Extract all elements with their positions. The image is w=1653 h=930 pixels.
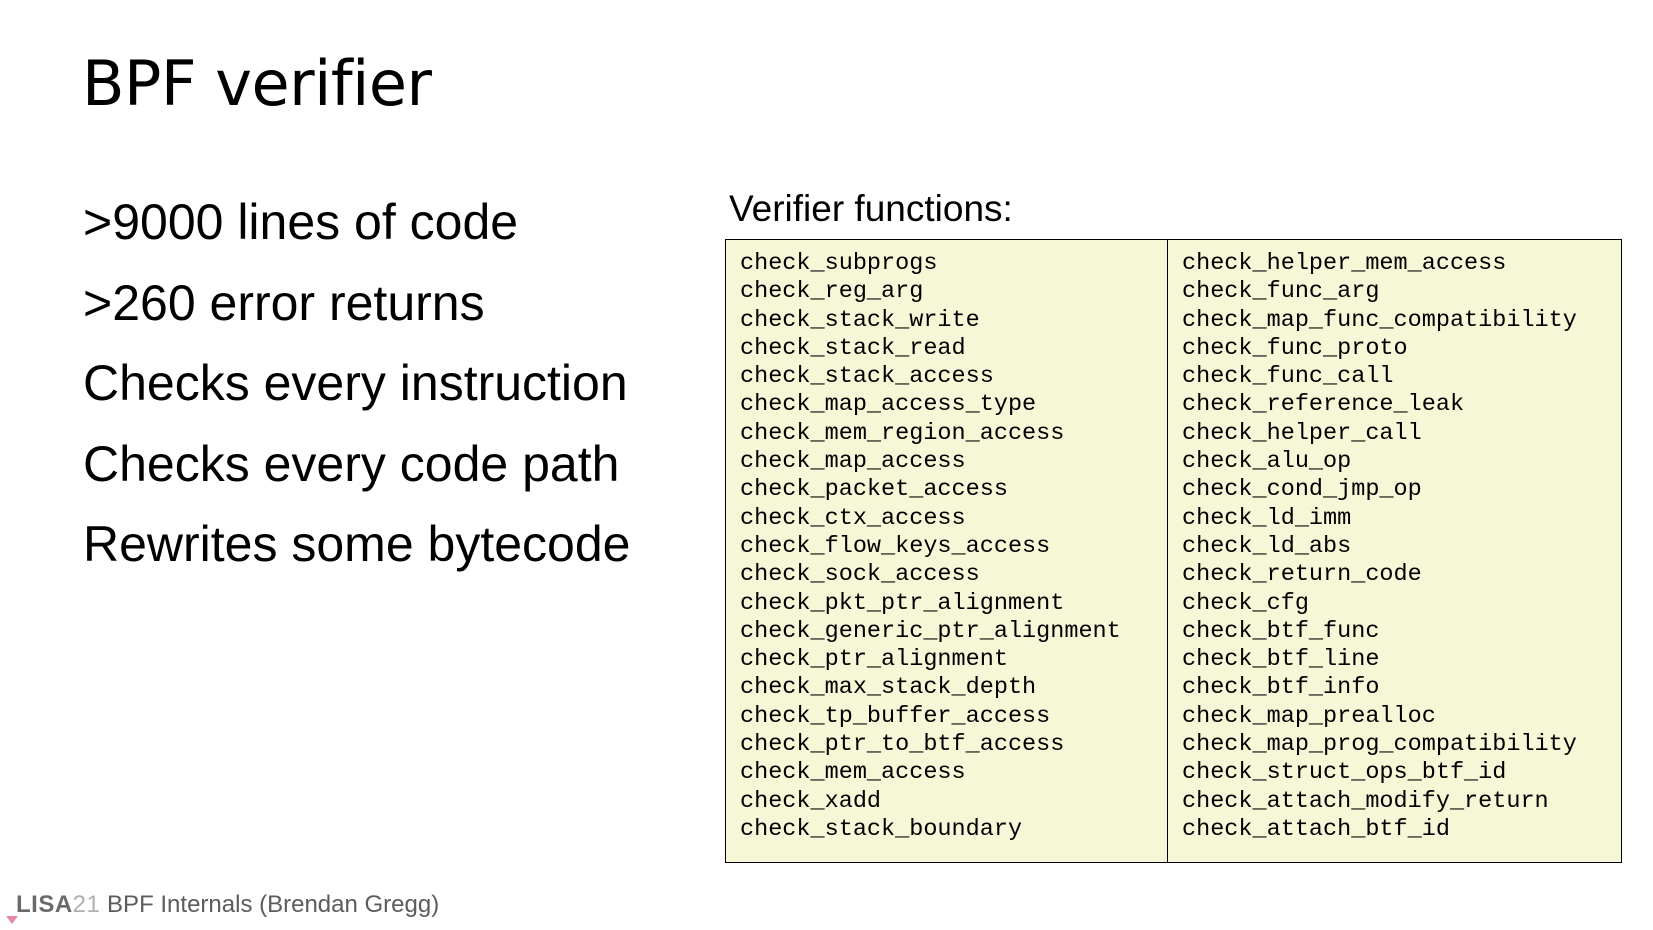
verifier-functions-heading: Verifier functions: xyxy=(729,188,1013,229)
function-name: check_stack_boundary xyxy=(740,815,1023,843)
bullet-item: >9000 lines of code xyxy=(83,194,519,250)
function-name: check_xadd xyxy=(740,787,882,815)
function-name: check_generic_ptr_alignment xyxy=(740,617,1121,645)
function-name: check_helper_call xyxy=(1182,419,1422,447)
function-name: check_ptr_alignment xyxy=(740,646,1008,674)
function-name: check_stack_read xyxy=(740,334,966,362)
function-name: check_return_code xyxy=(1182,561,1422,589)
function-name: check_cfg xyxy=(1182,589,1309,617)
function-name: check_btf_line xyxy=(1182,646,1380,674)
slide-title: BPF verifier xyxy=(82,47,432,120)
function-name: check_map_access xyxy=(740,448,966,476)
footer-caption: BPF Internals (Brendan Gregg) xyxy=(107,891,440,918)
function-name: check_func_arg xyxy=(1182,278,1380,306)
function-name: check_cond_jmp_op xyxy=(1182,476,1422,504)
function-name: check_stack_access xyxy=(740,363,994,391)
function-name: check_stack_write xyxy=(740,306,980,334)
logo-text: LISA xyxy=(16,891,73,918)
logo-year: 21 xyxy=(72,891,101,918)
function-name: check_map_prog_compatibility xyxy=(1182,731,1577,759)
function-name: check_func_call xyxy=(1182,363,1394,391)
function-name: check_struct_ops_btf_id xyxy=(1182,759,1507,787)
bullet-item: Checks every code path xyxy=(83,435,620,492)
function-name: check_mem_access xyxy=(740,759,966,787)
function-name: check_sock_access xyxy=(740,561,980,589)
function-name: check_reg_arg xyxy=(740,278,924,306)
function-name: check_ld_imm xyxy=(1182,504,1352,532)
function-name: check_btf_info xyxy=(1182,674,1380,702)
function-name: check_map_func_compatibility xyxy=(1182,306,1577,334)
bullet-item: Rewrites some bytecode xyxy=(83,516,631,572)
function-name: check_pkt_ptr_alignment xyxy=(740,589,1065,617)
function-name: check_helper_mem_access xyxy=(1182,250,1507,277)
lisa-logo: LISA21 xyxy=(16,891,100,918)
function-name: check_reference_leak xyxy=(1182,391,1465,419)
bullet-item: >260 error returns xyxy=(83,274,485,331)
footer: LISA21 BPF Internals (Brendan Gregg) xyxy=(16,890,439,920)
function-name: check_ctx_access xyxy=(740,504,966,532)
bullet-item: Checks every instruction xyxy=(83,355,628,411)
function-name: check_func_proto xyxy=(1182,334,1408,362)
function-name: check_ld_abs xyxy=(1182,532,1352,560)
function-name: check_max_stack_depth xyxy=(740,674,1037,702)
function-name: check_packet_access xyxy=(740,476,1008,504)
bullet-list: >9000 lines of code >260 error returns C… xyxy=(83,182,630,585)
function-name: check_alu_op xyxy=(1182,448,1352,476)
function-name: check_btf_func xyxy=(1182,617,1380,645)
function-name: check_map_prealloc xyxy=(1182,702,1436,730)
corner-marker-icon xyxy=(6,916,18,924)
function-name: check_tp_buffer_access xyxy=(740,702,1051,730)
function-name: check_subprogs xyxy=(740,250,938,277)
function-name: check_ptr_to_btf_access xyxy=(740,731,1065,759)
function-name: check_flow_keys_access xyxy=(740,532,1051,560)
function-name: check_mem_region_access xyxy=(740,419,1065,447)
function-name: check_map_access_type xyxy=(740,391,1037,419)
function-name: check_attach_modify_return xyxy=(1182,787,1549,815)
function-name: check_attach_btf_id xyxy=(1182,815,1450,843)
